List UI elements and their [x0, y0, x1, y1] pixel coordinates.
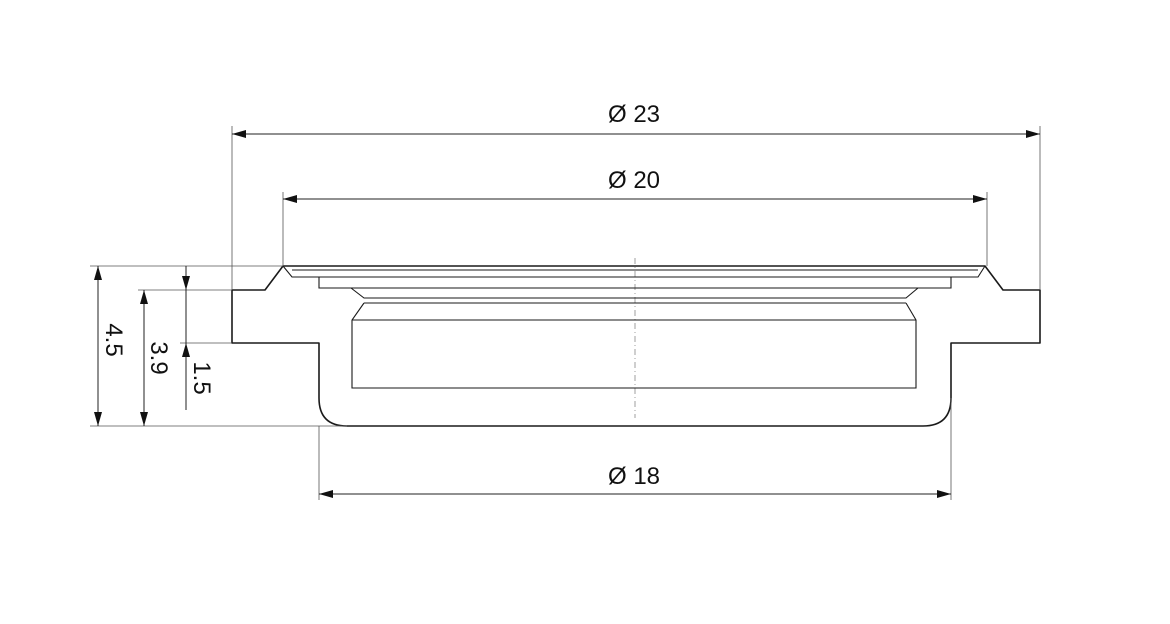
dimension-label-h39: 3.9	[145, 341, 172, 374]
dimension-d23: Ø 23	[231, 101, 1041, 290]
inner-bore	[351, 302, 917, 389]
part-outline	[231, 265, 1041, 427]
dimension-h15: 1.5	[180, 266, 232, 410]
dimension-label-d23: Ø 23	[608, 101, 660, 128]
dimension-d18: Ø 18	[318, 398, 952, 500]
dimension-d20: Ø 20	[282, 167, 988, 266]
dimension-label-h15: 1.5	[188, 361, 215, 394]
dimension-label-d20: Ø 20	[608, 167, 660, 194]
bore-chamfer	[350, 287, 919, 299]
dimension-h39: 3.9	[138, 289, 232, 426]
dimension-h45: 4.5	[90, 265, 347, 427]
dimension-label-d18: Ø 18	[608, 463, 660, 490]
dimension-label-h45: 4.5	[100, 323, 127, 356]
rim-inner-profile	[282, 265, 986, 278]
step-profile	[318, 277, 952, 289]
